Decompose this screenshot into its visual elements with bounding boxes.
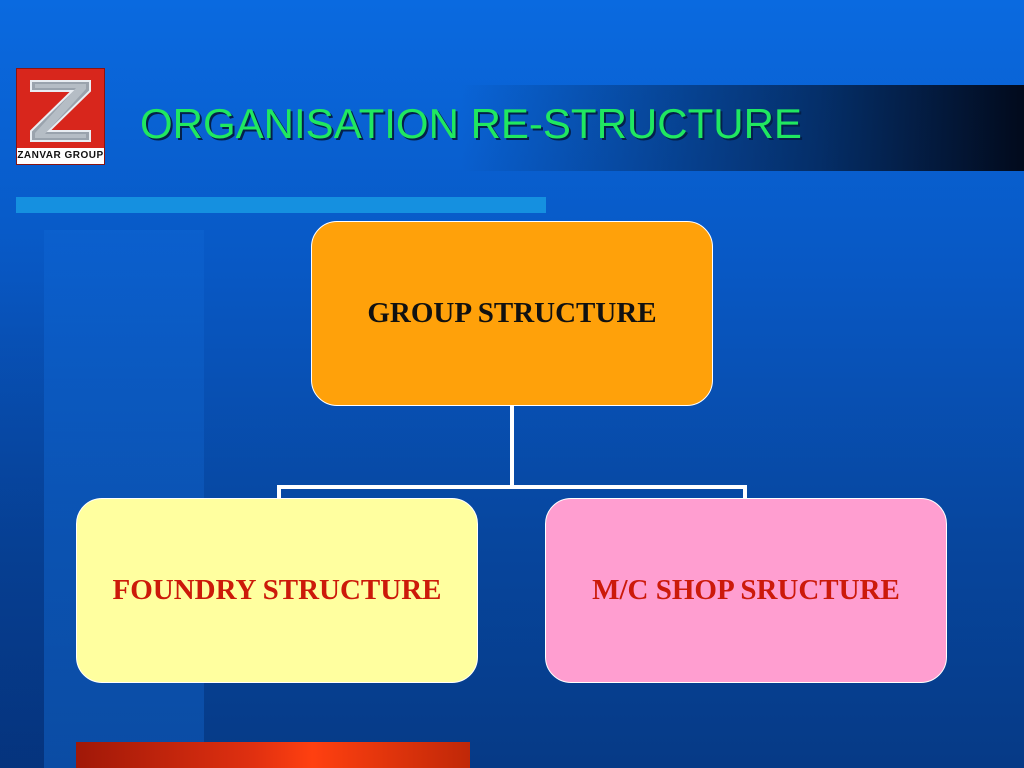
side-panel-dark xyxy=(0,230,44,768)
node-mc-shop-structure-label: M/C SHOP SRUCTURE xyxy=(592,574,900,606)
node-mc-shop-structure: M/C SHOP SRUCTURE xyxy=(545,498,947,683)
accent-bar xyxy=(16,197,546,213)
node-group-structure-label: GROUP STRUCTURE xyxy=(367,297,657,329)
node-group-structure: GROUP STRUCTURE xyxy=(311,221,713,406)
bottom-accent-bar xyxy=(76,742,470,768)
node-foundry-structure-label: FOUNDRY STRUCTURE xyxy=(112,574,442,606)
title-band xyxy=(0,85,1024,171)
node-foundry-structure: FOUNDRY STRUCTURE xyxy=(76,498,478,683)
company-logo: ZANVAR GROUP xyxy=(16,68,105,165)
logo-brand-text: ZANVAR GROUP xyxy=(17,148,104,164)
zanvar-z-logo-icon xyxy=(17,69,104,148)
slide-title: ORGANISATION RE-STRUCTURE xyxy=(140,100,802,147)
